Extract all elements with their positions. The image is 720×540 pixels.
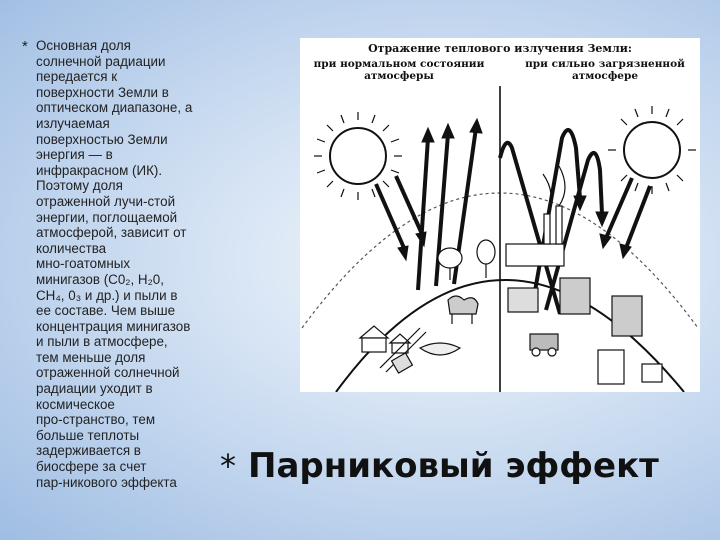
body-text-line: инфракрасном (ИК). — [36, 162, 163, 178]
body-text-line: радиации уходит в — [36, 381, 153, 397]
body-text-line: мно-гоатомных — [36, 256, 131, 272]
body-text-line: поверхности Земли в — [36, 84, 169, 100]
body-text-line: СН₄, 0₃ и др.) и пыли в — [36, 287, 178, 303]
body-text-line: отраженной солнечной — [36, 365, 180, 381]
body-text-line: больше теплоты — [36, 427, 140, 443]
industrial-city — [505, 165, 663, 385]
slide-title: * Парниковый эффект — [220, 446, 659, 486]
body-text-line: излучаемая — [36, 115, 110, 131]
body-text-line: тем меньше доля — [36, 349, 146, 365]
body-text-line: задерживается в — [36, 443, 141, 459]
body-text-line: Основная доля — [36, 38, 131, 53]
body-text-line: космическое — [36, 396, 115, 412]
sun-icon-left — [314, 112, 402, 200]
incoming-rays-left — [374, 175, 427, 262]
caption-polluted-atmosphere: при сильно загрязненной атмосфере — [525, 58, 685, 82]
figure-title: Отражение теплового излучения Земли: — [368, 42, 632, 55]
body-text-line: ее составе. Чем выше — [36, 303, 176, 319]
trapped-rays-right — [498, 128, 609, 315]
body-text-line: биосфере за счет — [36, 459, 147, 475]
bullet-marker: * — [22, 38, 28, 55]
body-text-line: пар-никового эффекта — [36, 474, 177, 490]
body-text-line: энергии, поглощаемой — [36, 209, 178, 225]
body-text-line: концентрация минигазов — [36, 318, 191, 334]
incoming-rays-right — [599, 177, 652, 260]
body-text-line: энергия — в — [36, 147, 113, 163]
body-text-line: про-странство, тем — [36, 412, 156, 428]
greenhouse-illustration — [301, 86, 699, 392]
body-text-line: минигазов (С0₂, Н₂0, — [36, 271, 164, 287]
body-text-line: оптическом диапазоне, а — [36, 100, 193, 116]
body-text-line: передается к — [36, 69, 118, 85]
body-text-line: солнечной радиации — [36, 53, 166, 69]
body-text-line: атмосферой, зависит от — [36, 225, 187, 241]
body-text-line: поверхностью Земли — [36, 131, 168, 147]
title-marker: * — [220, 447, 236, 485]
sun-icon-right — [608, 106, 696, 194]
body-text-line: и пыли в атмосфере, — [36, 334, 168, 350]
body-text-line: количества — [36, 240, 107, 256]
body-text-line: Поэтому доля — [36, 178, 123, 194]
slide-title-text: Парниковый эффект — [248, 446, 659, 486]
caption-normal-atmosphere: при нормальном состоянии атмосферы — [313, 58, 485, 82]
village-landscape — [358, 239, 496, 374]
greenhouse-figure: Отражение теплового излучения Земли: при… — [300, 38, 700, 392]
body-text-line: отраженной лучи-стой — [36, 193, 176, 209]
